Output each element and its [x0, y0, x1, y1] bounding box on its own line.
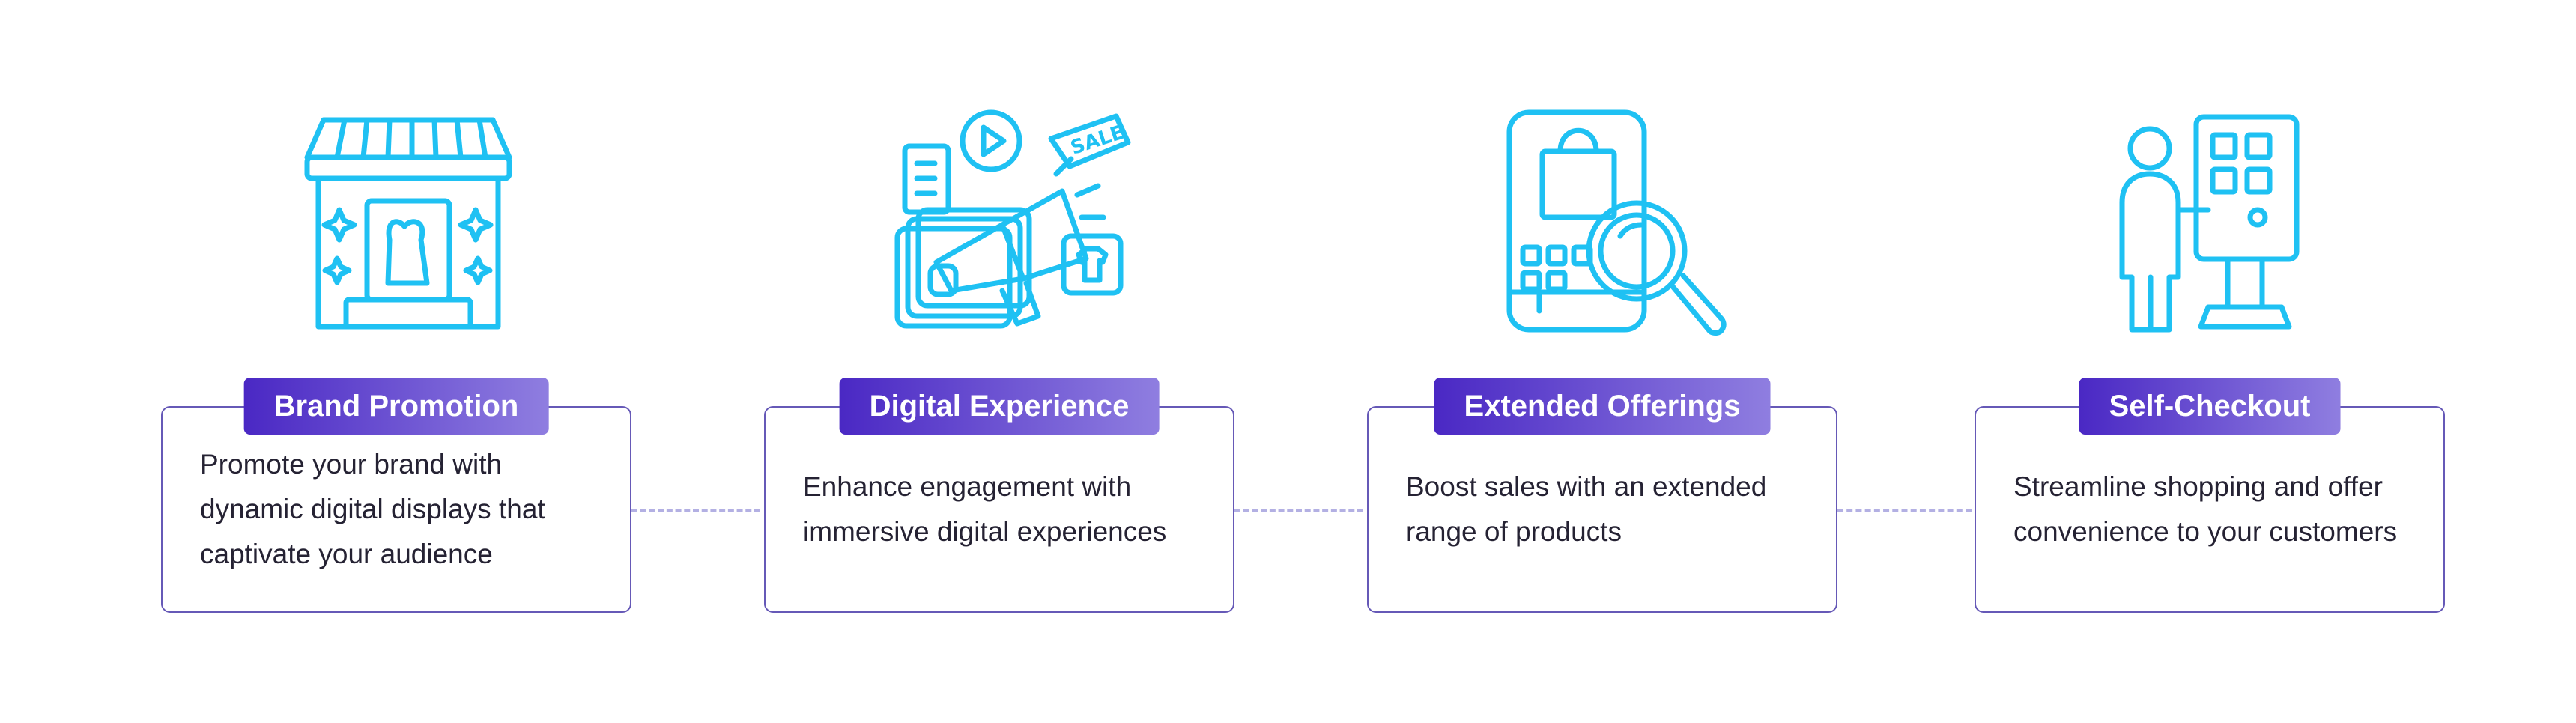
connector-2-3: [1234, 509, 1363, 512]
self-checkout-kiosk-icon: [2096, 105, 2343, 352]
connector-3-4: [1837, 509, 1972, 512]
connector-1-2: [631, 509, 760, 512]
card-description: Enhance engagement with immersive digita…: [803, 471, 1167, 547]
megaphone-icon: SALE: [890, 105, 1137, 352]
card-self-checkout: Self-Checkout Streamline shopping and of…: [1975, 378, 2445, 613]
card-extended-offerings: Extended Offerings Boost sales with an e…: [1367, 378, 1837, 613]
card-title: Self-Checkout: [2079, 378, 2341, 435]
storefront-icon: [285, 105, 532, 352]
card-description: Boost sales with an extended range of pr…: [1406, 471, 1767, 547]
card-digital-experience: Digital Experience Enhance engagement wi…: [764, 378, 1234, 613]
card-brand-promotion: Brand Promotion Promote your brand with …: [161, 378, 631, 613]
card-description: Promote your brand with dynamic digital …: [200, 449, 545, 569]
card-title: Digital Experience: [839, 378, 1160, 435]
card-title: Extended Offerings: [1434, 378, 1771, 435]
card-title: Brand Promotion: [243, 378, 549, 435]
phone-shopping-search-icon: [1494, 105, 1742, 352]
card-description: Streamline shopping and offer convenienc…: [2013, 471, 2398, 547]
